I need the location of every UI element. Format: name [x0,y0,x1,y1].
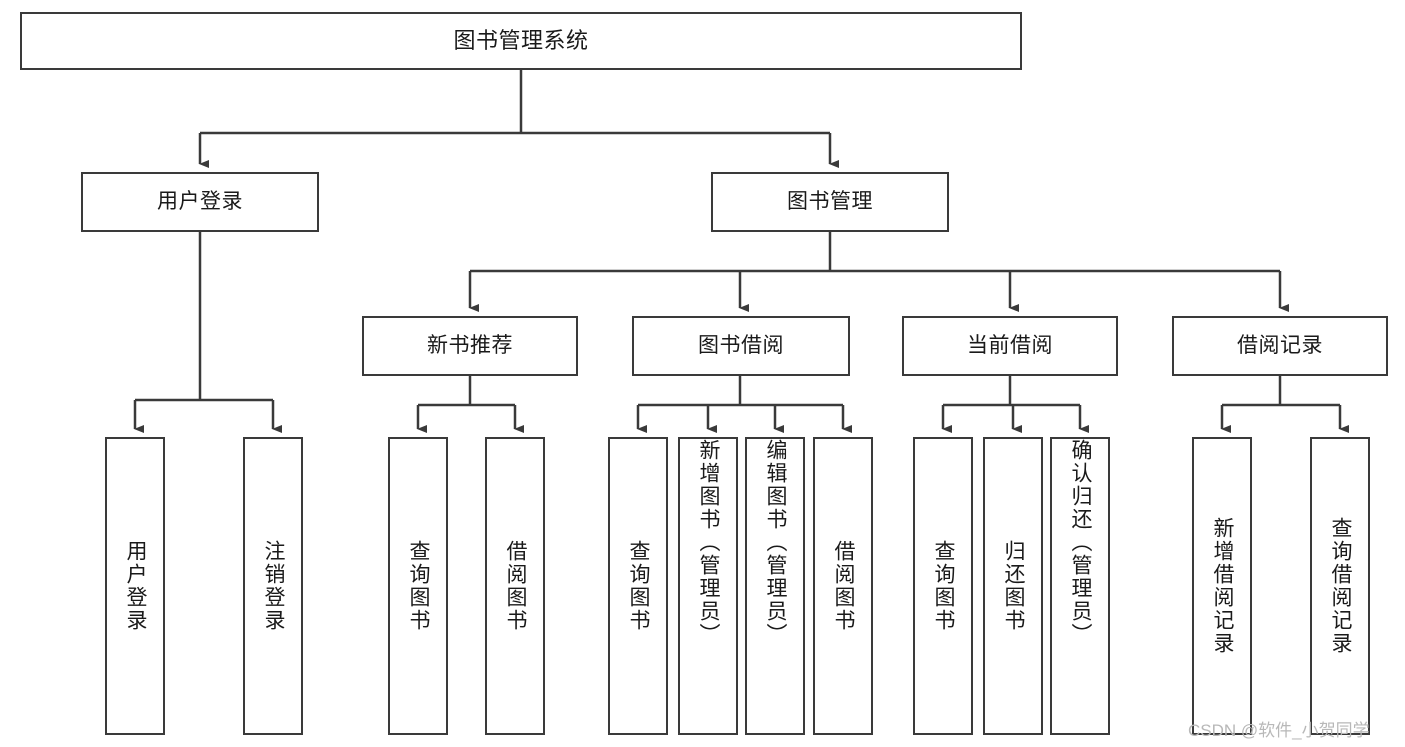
leaf-return-book[interactable]: 归还图书 [983,437,1043,735]
node-book-management[interactable]: 图书管理 [711,172,949,232]
node-label: 新增图书（管理员） [697,439,721,646]
leaf-edit-book-admin[interactable]: 编辑图书（管理员） [745,437,805,735]
node-label: 借阅图书 [504,540,528,632]
node-label: 图书管理系统 [453,28,589,54]
csdn-watermark: CSDN @软件_小贺同学 [1188,721,1370,740]
node-label: 新书推荐 [427,333,513,357]
node-label: 归还图书 [1002,540,1026,632]
node-label: 注销登录 [262,540,286,632]
node-book-borrow[interactable]: 图书借阅 [632,316,850,376]
leaf-query-book-borrow[interactable]: 查询图书 [608,437,668,735]
node-borrow-record[interactable]: 借阅记录 [1172,316,1388,376]
node-label: 查询图书 [627,540,651,632]
node-label: 查询图书 [932,540,956,632]
node-label: 借阅图书 [832,540,856,632]
node-label: 图书管理 [787,189,873,213]
leaf-logout[interactable]: 注销登录 [243,437,303,735]
leaf-add-book-admin[interactable]: 新增图书（管理员） [678,437,738,735]
leaf-query-book-current[interactable]: 查询图书 [913,437,973,735]
node-label: 查询图书 [407,540,431,632]
leaf-borrow-book-newbook[interactable]: 借阅图书 [485,437,545,735]
node-current-borrow[interactable]: 当前借阅 [902,316,1118,376]
leaf-query-book-newbook[interactable]: 查询图书 [388,437,448,735]
node-user-login[interactable]: 用户登录 [81,172,319,232]
node-label: 图书借阅 [698,333,784,357]
node-new-book-recommend[interactable]: 新书推荐 [362,316,578,376]
node-label: 确认归还（管理员） [1069,439,1093,646]
leaf-add-borrow-record[interactable]: 新增借阅记录 [1192,437,1252,735]
node-label: 借阅记录 [1237,333,1323,357]
node-label: 查询借阅记录 [1329,517,1353,655]
node-label: 当前借阅 [967,333,1053,357]
node-label: 新增借阅记录 [1211,517,1235,655]
node-label: 用户登录 [157,189,243,213]
leaf-borrow-book-borrow[interactable]: 借阅图书 [813,437,873,735]
node-label: 编辑图书（管理员） [764,439,788,646]
leaf-confirm-return-admin[interactable]: 确认归还（管理员） [1050,437,1110,735]
leaf-user-login[interactable]: 用户登录 [105,437,165,735]
node-label: 用户登录 [124,540,148,632]
leaf-query-borrow-record[interactable]: 查询借阅记录 [1310,437,1370,735]
node-root-system[interactable]: 图书管理系统 [20,12,1022,70]
